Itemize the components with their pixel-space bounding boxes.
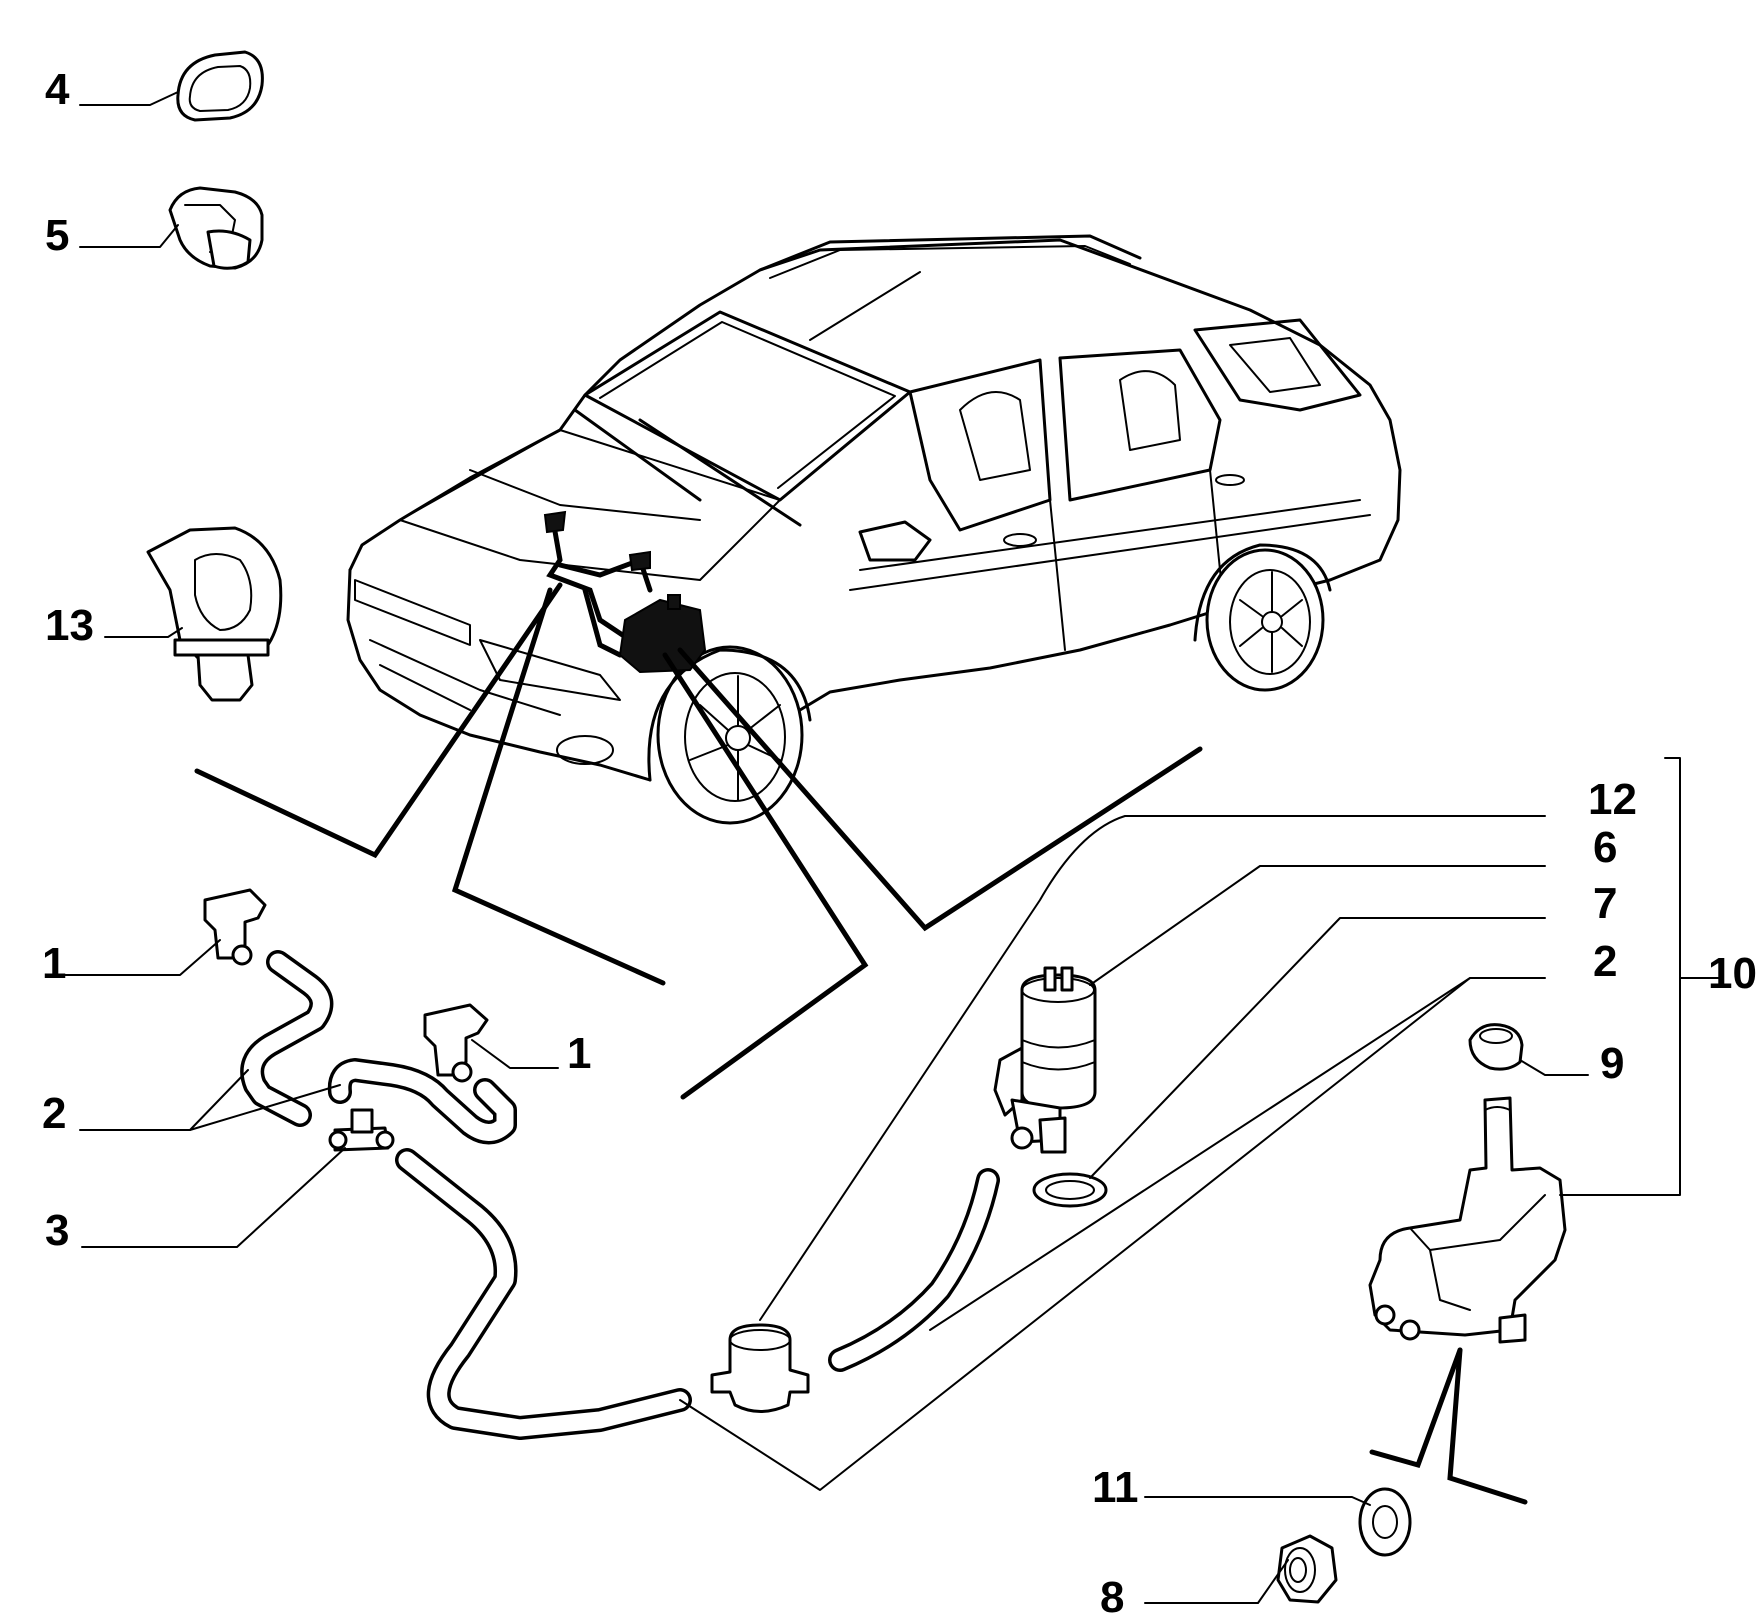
part-10-reservoir — [1368, 757, 1721, 1344]
callout-6: 6 — [1593, 823, 1617, 872]
callout-2-left: 2 — [42, 1089, 66, 1138]
part-1-nozzle-right — [423, 1003, 559, 1083]
part-9-cap — [1468, 1023, 1589, 1076]
callout-8: 8 — [1100, 1573, 1124, 1618]
part-13-clip — [104, 526, 283, 702]
part-6-pump — [993, 865, 1546, 1154]
part-7-seal — [1032, 917, 1546, 1208]
hose-long — [395, 1148, 692, 1440]
car-illustration — [346, 234, 1402, 825]
callout-labels: 4 5 13 1 1 2 3 12 6 7 2 10 9 11 8 — [42, 65, 1757, 1622]
part-8-nut — [1144, 1534, 1338, 1604]
callout-10: 10 — [1708, 949, 1757, 998]
callout-12: 12 — [1588, 775, 1637, 824]
part-2-leaders-left — [79, 1069, 341, 1131]
callout-4: 4 — [45, 65, 70, 114]
callout-7: 7 — [1593, 879, 1617, 928]
hose-left — [240, 950, 334, 1127]
callout-3: 3 — [45, 1206, 69, 1255]
callout-5: 5 — [45, 211, 69, 260]
callout-9: 9 — [1600, 1039, 1624, 1088]
part-2-leaders-right — [679, 977, 1546, 1491]
callout-2-right: 2 — [1593, 937, 1617, 986]
callout-11: 11 — [1092, 1463, 1139, 1512]
part-3-t-connector — [81, 1108, 395, 1248]
part-5-clip — [79, 186, 264, 270]
part-4-grommet — [79, 50, 264, 122]
hose-pump — [828, 1168, 1000, 1372]
part-11-washer — [1144, 1487, 1412, 1557]
callout-13: 13 — [45, 601, 94, 650]
callout-1-left: 1 — [42, 939, 66, 988]
reservoir-leaders — [1369, 1347, 1528, 1505]
zoom-leader-lines — [194, 582, 1203, 1100]
part-1-nozzle-left — [59, 888, 267, 976]
hose-middle — [327, 1058, 517, 1145]
part-12-valve — [710, 815, 1546, 1413]
callout-1-right: 1 — [567, 1029, 591, 1078]
